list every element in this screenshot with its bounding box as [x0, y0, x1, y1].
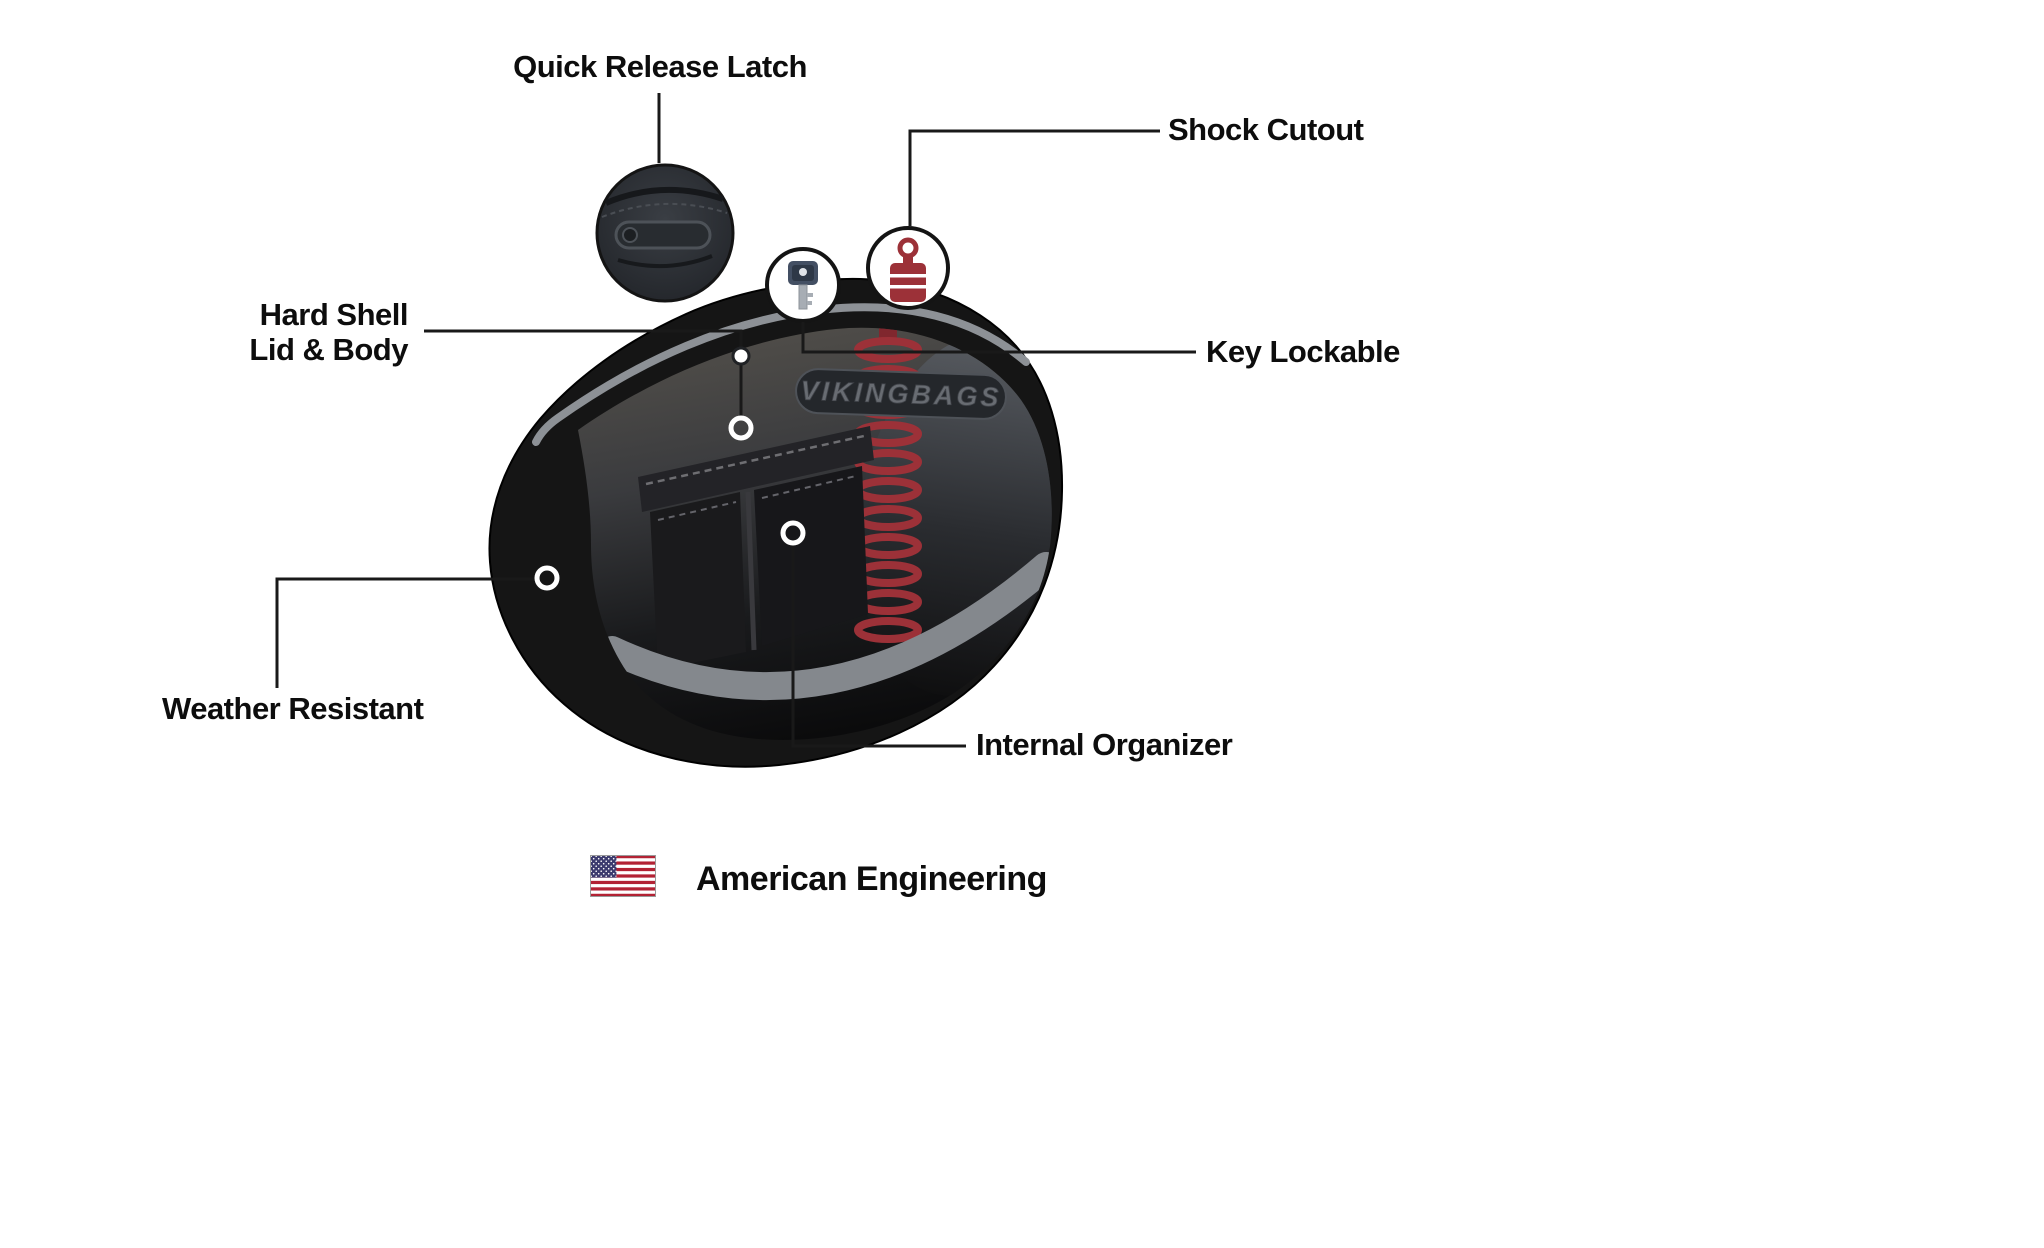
line-internal-organizer [791, 544, 966, 748]
internal-organizer-pockets [638, 426, 874, 670]
marker-internal-organizer [780, 520, 806, 546]
label-quick-release-latch: Quick Release Latch [513, 49, 807, 84]
feature-markers [534, 346, 806, 591]
label-hard-shell-line1: Hard Shell [259, 297, 409, 332]
label-shock-cutout: Shock Cutout [1168, 112, 1364, 147]
brand-plaque: VIKINGBAGS [795, 368, 1007, 420]
shock-absorber-icon [866, 226, 950, 310]
label-internal-organizer: Internal Organizer [976, 727, 1233, 762]
line-weather-resistant [275, 577, 536, 688]
bottom-liner-band [598, 552, 1052, 701]
line-key-lockable [801, 322, 1196, 354]
marker-weather-resistant [534, 565, 560, 591]
quick-release-latch-closeup-icon [595, 163, 735, 303]
marker-hard-shell-lid [731, 346, 751, 366]
lid-accent-stripe [532, 303, 1030, 446]
brand-emboss-text: VIKINGBAGS [800, 376, 1002, 413]
line-shock-cutout [908, 129, 1160, 226]
label-key-lockable: Key Lockable [1206, 334, 1400, 369]
label-weather-resistant: Weather Resistant [162, 691, 424, 726]
line-hard-shell [424, 329, 743, 418]
callout-lines [275, 93, 1196, 748]
marker-hard-shell-body [728, 415, 754, 441]
key-icon [765, 247, 841, 323]
us-flag-icon [590, 855, 656, 897]
label-hard-shell-line2: Lid & Body [249, 332, 408, 367]
label-hard-shell-lid-body: Hard Shell Lid & Body [160, 297, 408, 367]
saddlebag-illustration: VIKINGBAGS [488, 277, 1064, 768]
label-american-engineering: American Engineering [696, 860, 1047, 898]
